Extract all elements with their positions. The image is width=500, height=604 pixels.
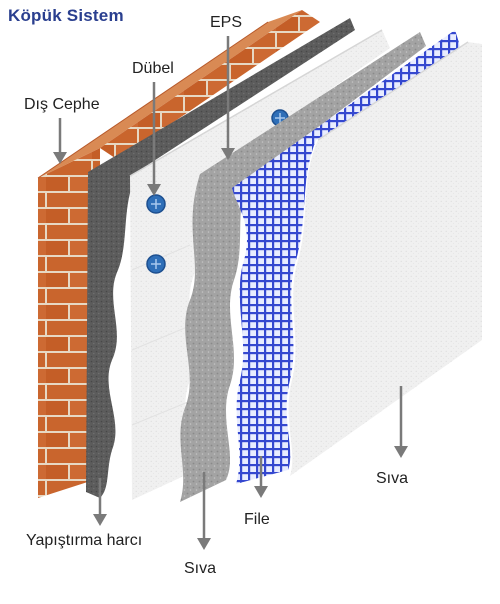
dowel-icon [146,194,166,214]
label-eps: EPS [210,14,243,31]
arrow-down-icon [147,82,161,196]
arrow-down-icon [221,36,235,160]
label-siva-right: Sıva [376,470,409,487]
finish-plaster-layer [288,41,482,476]
label-siva-left: Sıva [184,560,217,577]
mesh-layer [232,30,462,484]
label-file: File [244,511,270,528]
arrow-down-icon [197,472,211,550]
label-dis-cephe: Dış Cephe [24,96,100,113]
eps-layer [129,29,390,500]
arrow-down-icon [53,118,67,164]
dowel-icon [146,254,166,274]
label-yapistirma-harci: Yapıştırma harcı [26,532,143,549]
diagram-title: Köpük Sistem [8,6,124,25]
base-coat-layer [180,32,426,502]
arrow-down-icon [394,386,408,458]
arrow-down-icon [254,456,268,498]
label-dubel: Dübel [132,60,174,77]
arrow-down-icon [93,478,107,526]
